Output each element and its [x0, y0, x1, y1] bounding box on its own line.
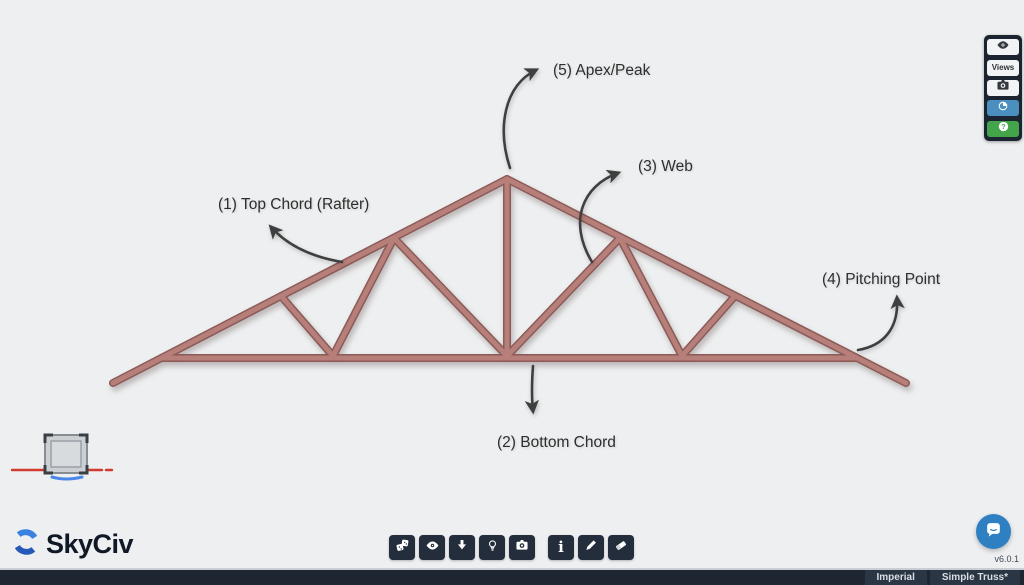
ideas-button[interactable] [479, 535, 505, 560]
skyciv-logo-icon [10, 526, 42, 563]
down-arrow-icon [455, 538, 469, 557]
arrow-pitching-point [856, 294, 905, 352]
erase-button[interactable] [608, 535, 634, 560]
render-button[interactable] [389, 535, 415, 560]
lightbulb-icon [486, 539, 499, 557]
info-button[interactable]: i [548, 535, 574, 560]
label-pitching-point: (4) Pitching Point [822, 271, 941, 288]
eye-icon [425, 538, 440, 558]
screenshot-button[interactable] [509, 535, 535, 560]
help-button[interactable]: ? [987, 119, 1019, 139]
arrow-top-chord [268, 224, 344, 264]
toolbar-spacer [535, 535, 548, 560]
truss-model[interactable] [109, 175, 910, 387]
info-icon: i [558, 538, 564, 556]
eraser-icon [614, 538, 628, 557]
eye-icon [996, 38, 1010, 57]
chat-button[interactable] [976, 514, 1011, 549]
skyciv-logo: SkyCiv [10, 526, 134, 563]
unit-system-tab[interactable]: Imperial [864, 570, 927, 585]
renderer-button[interactable] [987, 99, 1019, 118]
toolbar-group-annotate: i [548, 535, 634, 560]
view-cube[interactable] [10, 433, 114, 481]
render-sphere-icon [996, 99, 1010, 118]
visibility-button[interactable] [987, 38, 1019, 57]
status-bar: Imperial Simple Truss* [0, 568, 1024, 585]
view-tools-panel: Views [984, 35, 1022, 141]
views-button[interactable]: Views [987, 59, 1019, 76]
label-web: (3) Web [638, 158, 693, 175]
project-name-tab[interactable]: Simple Truss* [929, 570, 1020, 585]
arrow-apex [502, 68, 540, 170]
chat-bubble-icon [984, 520, 1003, 544]
render-dice-icon [395, 538, 410, 558]
camera-icon [996, 78, 1010, 97]
visibility-toggle-button[interactable] [419, 535, 445, 560]
skyciv-logo-text: SkyCiv [46, 529, 134, 559]
download-button[interactable] [449, 535, 475, 560]
screenshot-button[interactable] [987, 78, 1019, 97]
version-label: v6.0.1 [994, 554, 1019, 564]
label-apex-peak: (5) Apex/Peak [553, 62, 651, 79]
svg-text:?: ? [1001, 123, 1005, 131]
arrow-bottom-chord [524, 364, 539, 415]
toolbar-group-view [389, 535, 535, 560]
y-axis-line [50, 475, 84, 481]
views-button-label: Views [991, 63, 1015, 73]
pencil-icon [584, 538, 598, 557]
bottom-toolbar: i [389, 535, 634, 560]
help-icon: ? [996, 119, 1011, 139]
label-bottom-chord: (2) Bottom Chord [497, 434, 616, 451]
camera-icon [515, 538, 529, 557]
arrow-web [578, 169, 622, 264]
draw-button[interactable] [578, 535, 604, 560]
label-top-chord: (1) Top Chord (Rafter) [218, 196, 370, 213]
annotation-arrows [268, 68, 905, 415]
